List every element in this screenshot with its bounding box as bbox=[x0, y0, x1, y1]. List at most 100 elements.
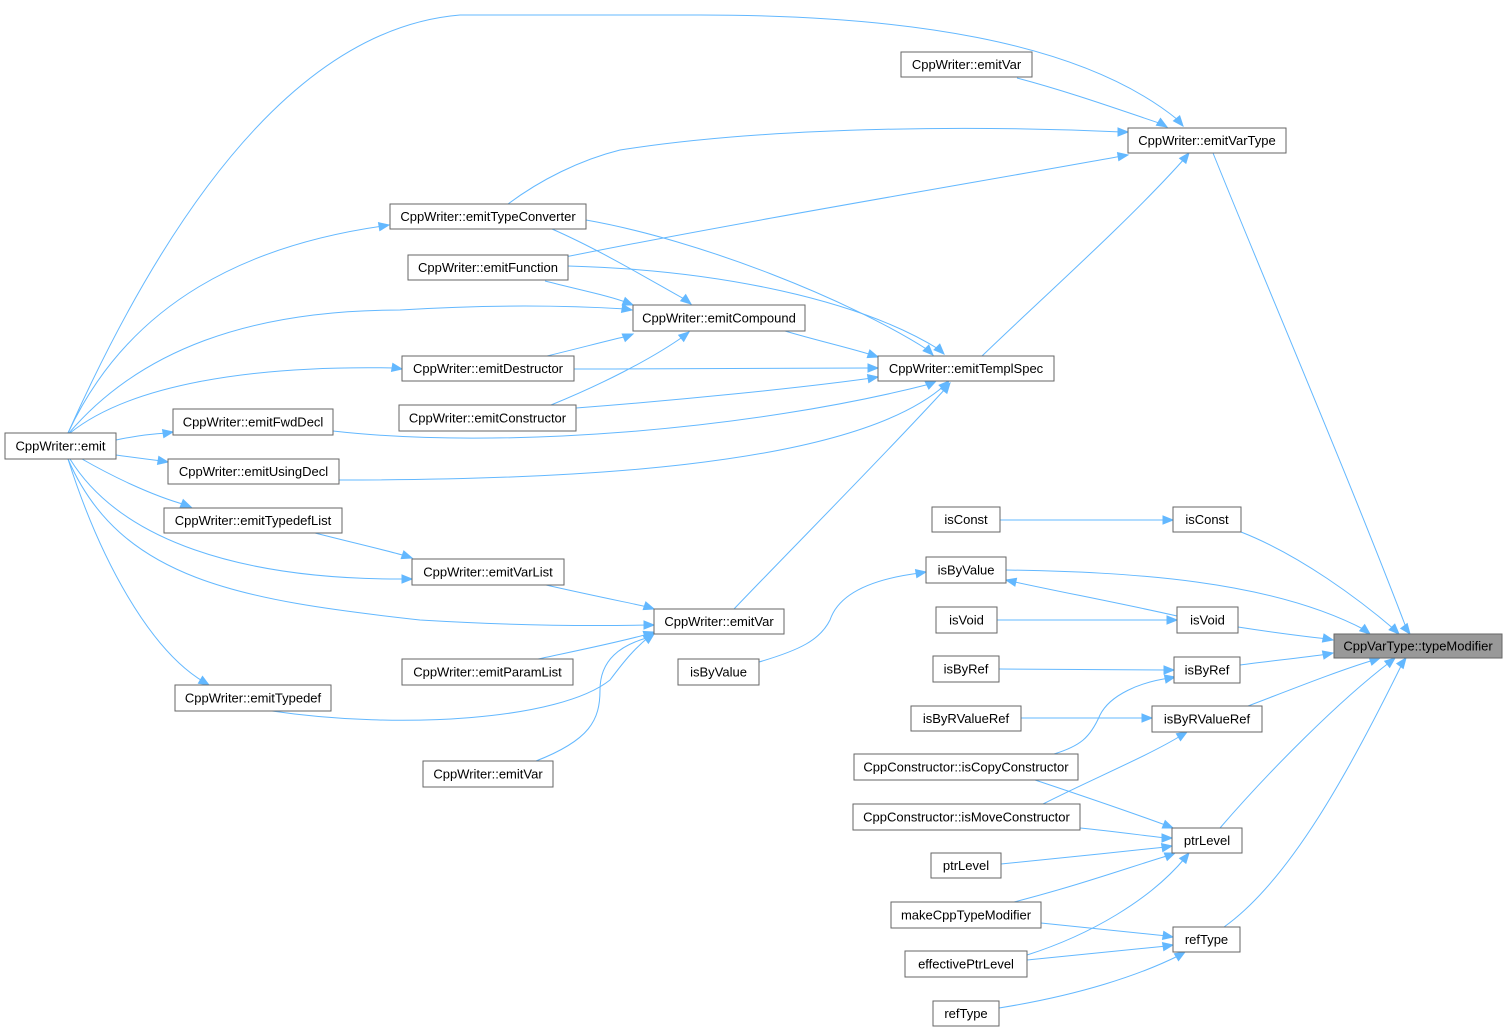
arrowhead bbox=[1395, 656, 1407, 670]
edge-emit-to-emitVarType bbox=[67, 14, 1184, 434]
edge-line bbox=[550, 335, 685, 406]
node-isByRefR[interactable]: isByRef bbox=[1173, 656, 1241, 684]
edge-emitFunction-to-emitCompound bbox=[544, 280, 635, 306]
edge-line bbox=[981, 157, 1186, 357]
node-emitFwdDecl[interactable]: CppWriter::emitFwdDecl bbox=[172, 408, 334, 436]
edge-emit-to-emitVarB bbox=[67, 458, 656, 630]
node-makeCppTypeModifier[interactable]: makeCppTypeModifier bbox=[890, 901, 1042, 929]
node-emitParamList[interactable]: CppWriter::emitParamList bbox=[401, 658, 574, 686]
node-ptrLevelL[interactable]: ptrLevel bbox=[930, 852, 1002, 879]
edge-line bbox=[567, 265, 941, 351]
node-isVoidL[interactable]: isVoid bbox=[935, 606, 998, 634]
node-refTypeR[interactable]: refType bbox=[1172, 926, 1241, 953]
edge-line bbox=[507, 127, 1123, 205]
svg-text:ptrLevel: ptrLevel bbox=[1184, 833, 1230, 848]
node-emit[interactable]: CppWriter::emit bbox=[4, 432, 117, 460]
svg-text:CppWriter::emitConstructor: CppWriter::emitConstructor bbox=[409, 411, 567, 426]
arrowhead bbox=[621, 333, 635, 343]
node-emitCompound[interactable]: CppWriter::emitCompound bbox=[632, 304, 806, 332]
svg-text:CppConstructor::isCopyConstruc: CppConstructor::isCopyConstructor bbox=[863, 760, 1069, 775]
svg-text:effectivePtrLevel: effectivePtrLevel bbox=[918, 957, 1014, 972]
edge-line bbox=[314, 532, 407, 557]
edge-ptrLevelL-to-ptrLevelR bbox=[1000, 843, 1174, 865]
arrowhead bbox=[1178, 851, 1190, 865]
node-emitDestructor[interactable]: CppWriter::emitDestructor bbox=[401, 355, 575, 382]
edge-line bbox=[1040, 922, 1168, 937]
edge-emit-to-emitTypedef bbox=[67, 458, 211, 686]
node-emitTypedef[interactable]: CppWriter::emitTypedef bbox=[174, 684, 332, 712]
svg-text:isVoid: isVoid bbox=[949, 613, 984, 628]
edge-line bbox=[68, 305, 627, 434]
arrowhead bbox=[1004, 577, 1018, 587]
edge-emit-to-emitFwdDecl bbox=[115, 429, 175, 441]
node-effectivePtrLevel[interactable]: effectivePtrLevel bbox=[904, 950, 1028, 978]
edge-emitVarType-to-typeModifier bbox=[1212, 152, 1411, 636]
edge-emitVarB-to-emitTemplSpec bbox=[733, 381, 951, 610]
arrowhead bbox=[642, 601, 656, 611]
node-emitTypeConverter[interactable]: CppWriter::emitTypeConverter bbox=[389, 203, 587, 230]
edge-emit-to-emitUsingDecl bbox=[115, 454, 170, 465]
edge-line bbox=[1219, 661, 1391, 829]
edge-line bbox=[271, 635, 651, 721]
edge-line bbox=[1016, 77, 1163, 125]
svg-text:CppWriter::emitVarList: CppWriter::emitVarList bbox=[423, 565, 553, 580]
svg-text:CppWriter::emitFunction: CppWriter::emitFunction bbox=[418, 260, 558, 275]
edge-line bbox=[1005, 579, 1178, 617]
arrowhead bbox=[1160, 843, 1174, 853]
edge-line bbox=[1042, 734, 1183, 805]
node-ptrLevelR[interactable]: ptrLevel bbox=[1171, 827, 1243, 854]
edge-isVoidR-to-isByValueR bbox=[1004, 577, 1178, 617]
node-emitFunction[interactable]: CppWriter::emitFunction bbox=[407, 254, 569, 281]
node-isConstL[interactable]: isConst bbox=[931, 506, 1001, 533]
edge-line bbox=[564, 155, 1123, 258]
node-emitVarList[interactable]: CppWriter::emitVarList bbox=[411, 558, 565, 586]
node-emitVarB[interactable]: CppWriter::emitVar bbox=[653, 608, 785, 635]
edge-emitVarC-to-emitVarB bbox=[535, 633, 656, 762]
node-emitVarType[interactable]: CppWriter::emitVarType bbox=[1127, 127, 1287, 154]
node-isByRValueRefL[interactable]: isByRValueRef bbox=[910, 705, 1022, 732]
node-isByValueR[interactable]: isByValue bbox=[925, 556, 1007, 584]
edge-line bbox=[1239, 653, 1329, 666]
edge-line bbox=[585, 219, 929, 351]
node-isByRValueRefR[interactable]: isByRValueRef bbox=[1151, 705, 1263, 733]
edge-line bbox=[544, 280, 629, 304]
arrowhead bbox=[677, 331, 691, 343]
edge-isByValueR-to-typeModifier bbox=[1005, 569, 1372, 635]
node-emitUsingDecl[interactable]: CppWriter::emitUsingDecl bbox=[167, 458, 340, 485]
edge-line bbox=[1247, 659, 1375, 707]
node-isMoveConstructor[interactable]: CppConstructor::isMoveConstructor bbox=[852, 803, 1081, 831]
edge-line bbox=[537, 633, 649, 660]
node-isByValueL[interactable]: isByValue bbox=[677, 658, 760, 686]
arrowhead bbox=[1161, 833, 1174, 843]
svg-text:CppWriter::emitCompound: CppWriter::emitCompound bbox=[642, 311, 796, 326]
svg-text:refType: refType bbox=[1185, 932, 1228, 947]
arrowhead bbox=[866, 349, 880, 359]
edge-line bbox=[1026, 857, 1186, 956]
node-emitConstructor[interactable]: CppWriter::emitConstructor bbox=[398, 404, 577, 432]
edge-makeCppTypeModifier-to-ptrLevelR bbox=[1013, 852, 1177, 903]
edge-isVoidL-to-isVoidR bbox=[997, 615, 1179, 625]
node-isByRefL[interactable]: isByRef bbox=[932, 655, 1000, 683]
node-typeModifier[interactable]: CppVarType::typeModifier bbox=[1333, 633, 1503, 659]
node-emitTemplSpec[interactable]: CppWriter::emitTemplSpec bbox=[877, 355, 1055, 382]
arrowhead bbox=[1173, 951, 1187, 962]
arrowhead bbox=[933, 343, 945, 355]
arrowhead bbox=[1166, 615, 1179, 625]
node-isConstR[interactable]: isConst bbox=[1172, 506, 1242, 533]
edge-isByRefR-to-typeModifier bbox=[1239, 650, 1335, 666]
node-refTypeL[interactable]: refType bbox=[932, 1000, 1000, 1027]
edge-line bbox=[1237, 626, 1329, 640]
edge-emit-to-emitDestructor bbox=[69, 362, 404, 434]
node-isVoidR[interactable]: isVoid bbox=[1176, 606, 1239, 634]
node-emitVarA[interactable]: CppWriter::emitVar bbox=[900, 51, 1033, 78]
edge-line bbox=[1212, 152, 1408, 631]
arrowhead bbox=[1163, 852, 1177, 862]
node-emitVarC[interactable]: CppWriter::emitVar bbox=[422, 760, 554, 788]
svg-text:ptrLevel: ptrLevel bbox=[943, 858, 989, 873]
edge-emitTypedefList-to-emitVarList bbox=[314, 532, 414, 560]
node-isCopyConstructor[interactable]: CppConstructor::isCopyConstructor bbox=[853, 753, 1079, 781]
edge-line bbox=[1079, 827, 1167, 839]
node-emitTypedefList[interactable]: CppWriter::emitTypedefList bbox=[163, 507, 343, 534]
edge-line bbox=[733, 387, 947, 610]
edge-line bbox=[338, 384, 946, 481]
